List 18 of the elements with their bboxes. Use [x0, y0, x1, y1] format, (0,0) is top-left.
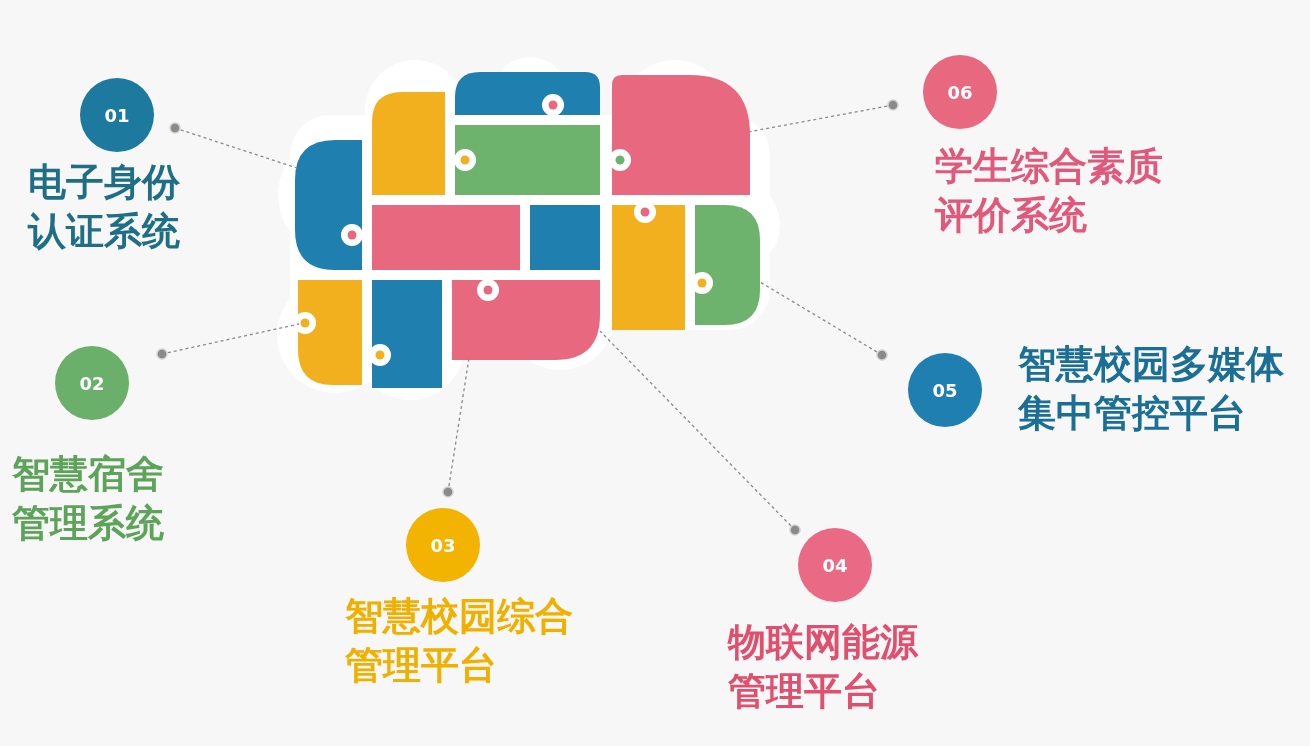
number-circle: 01: [80, 78, 154, 152]
leader-line: [156, 323, 300, 360]
item-label: 学生综合素质评价系统: [935, 143, 1164, 240]
item-label: 电子身份认证系统: [28, 159, 181, 256]
item-label: 物联网能源管理平台: [728, 619, 920, 716]
item-label: 智慧校园多媒体集中管控平台: [1018, 341, 1285, 438]
leader-line: [599, 330, 801, 536]
number-circle: 06: [923, 55, 997, 129]
number-circle: 03: [406, 508, 480, 582]
number-circle: 04: [798, 528, 872, 602]
number-circle: 02: [55, 346, 129, 420]
leader-line: [747, 99, 899, 133]
leader-line: [759, 281, 888, 361]
item-label: 智慧宿舍管理系统: [12, 451, 165, 548]
item-label: 智慧校园综合管理平台: [345, 593, 574, 690]
leader-line: [169, 122, 298, 169]
leader-line: [442, 357, 470, 498]
number-circle: 05: [908, 353, 982, 427]
